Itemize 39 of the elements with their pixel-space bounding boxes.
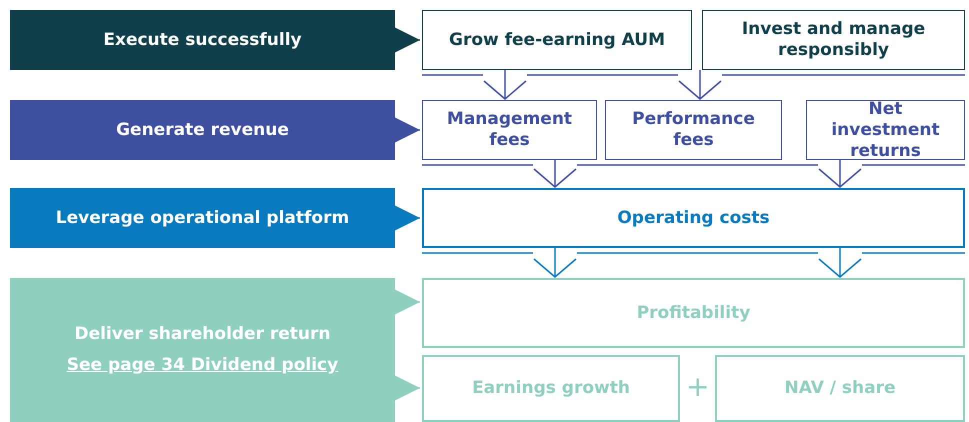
metric-label: Management fees (446, 109, 574, 151)
metric-label: Operating costs (617, 208, 770, 228)
metric-box (422, 100, 597, 160)
stage-title: Deliver shareholder return (74, 324, 331, 345)
metric-box (422, 188, 965, 248)
chevron-connector (818, 160, 862, 188)
arrow (395, 28, 420, 52)
stage-band (10, 188, 395, 248)
page-link: See page 34 Dividend policy (66, 355, 338, 376)
chevron-connector (533, 160, 577, 188)
metric-label: Earnings growth (472, 378, 630, 399)
stage-band (10, 100, 395, 160)
metric-box (715, 355, 965, 422)
metric-label: Net investment returns (830, 98, 941, 162)
metric-label: Profitability (636, 302, 750, 324)
stage-title: Leverage operational platform (56, 208, 350, 228)
chevron-connector (483, 70, 527, 100)
metric-label: Performance fees (631, 109, 756, 151)
arrow (395, 206, 420, 230)
stage-title: Generate revenue (116, 120, 289, 140)
arrow (395, 290, 420, 314)
plus-sign: + (686, 370, 706, 403)
chevron-connector (818, 248, 862, 278)
metric-box (422, 10, 692, 70)
metric-label: Grow fee-earning AUM (448, 30, 665, 50)
chevron-connector (678, 70, 722, 100)
arrow (395, 376, 420, 400)
metric-label: NAV / share (784, 378, 896, 399)
metric-box (806, 100, 965, 160)
stage-title: Execute successfully (103, 30, 302, 50)
arrow (395, 118, 420, 142)
chevron-connector (533, 248, 577, 278)
metric-label: Invest and manage responsibly (740, 19, 926, 61)
stage-band (10, 10, 395, 70)
metric-box (605, 100, 782, 160)
stage-band (10, 278, 395, 422)
metric-box (422, 278, 965, 348)
metric-box (702, 10, 965, 70)
metric-box (422, 355, 680, 422)
